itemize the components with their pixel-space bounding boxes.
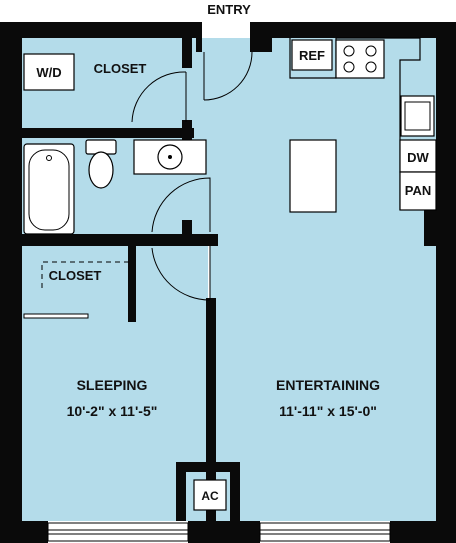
wall-closet-bath (22, 128, 194, 138)
pantry (399, 171, 437, 211)
bedroom-closet (23, 261, 130, 319)
washer-dryer (23, 53, 75, 91)
label-closet-top: CLOSET (94, 61, 147, 76)
wall-bedroom-right (206, 298, 216, 521)
wall-bath-vertical (182, 120, 192, 142)
wall-kitchen-nib (424, 210, 438, 246)
door-swing-bath (151, 177, 211, 233)
wall-ac-top (176, 462, 240, 472)
wall-entry-jamb-left (196, 22, 202, 52)
labels: ENTRY W/D CLOSET REF DW PAN CLOSET AC SL… (36, 2, 431, 503)
label-closet-bedroom: CLOSET (49, 268, 102, 283)
window-living (259, 522, 391, 542)
door-swing-closet (131, 71, 187, 123)
windows (47, 522, 391, 542)
label-entry: ENTRY (207, 2, 251, 17)
door-swing-bedroom (151, 246, 211, 301)
doors (131, 51, 253, 301)
wall-closet-vertical (182, 22, 192, 68)
wall-left (0, 22, 22, 543)
room-dimensions-entertaining: 11'-11" x 15'-0" (279, 403, 377, 419)
wall-ac-left (176, 462, 186, 521)
burner-1 (343, 45, 355, 57)
wall-right (436, 22, 456, 543)
label-dishwasher: DW (407, 150, 429, 165)
laundry (23, 53, 75, 91)
wall-closet-bedroom (128, 246, 136, 322)
door-swing-entry (203, 51, 253, 101)
kitchen-island (289, 139, 337, 213)
closet-outline-dashed (41, 261, 130, 288)
floor-main (210, 38, 436, 521)
wall-bottom-mid (188, 521, 260, 543)
room-dimensions-sleeping: 10'-2" x 11'-5" (67, 403, 158, 419)
closet-rod (23, 313, 89, 319)
sink-drain (168, 155, 172, 159)
wall-entry-jamb-right (250, 22, 272, 52)
ac-unit (193, 479, 227, 511)
range (335, 39, 385, 79)
wall-bottom-left (0, 521, 48, 543)
room-name-entertaining: ENTERTAINING (276, 377, 380, 393)
bathtub-basin (28, 149, 70, 231)
wall-ac-right (230, 468, 240, 521)
toilet-bowl (88, 151, 114, 189)
window-bedroom (47, 522, 189, 542)
burner-3 (343, 61, 355, 73)
wall-bath-bedroom (22, 234, 218, 246)
wall-top-left (0, 22, 196, 38)
wall-bottom-right (390, 521, 456, 543)
bathtub-drain (46, 155, 52, 161)
kitchen-sink-basin (404, 101, 431, 131)
bathroom-fixtures (23, 139, 207, 235)
burner-2 (365, 45, 377, 57)
ac-box (193, 479, 227, 511)
walls (0, 22, 456, 543)
label-refrigerator: REF (299, 48, 325, 63)
kitchen (289, 37, 437, 213)
label-washer-dryer: W/D (36, 65, 61, 80)
label-ac: AC (201, 489, 219, 503)
room-name-sleeping: SLEEPING (77, 377, 148, 393)
burner-4 (365, 61, 377, 73)
refrigerator (291, 39, 333, 71)
wall-top-right (252, 22, 456, 38)
label-pantry: PAN (405, 183, 431, 198)
wall-bath-vertical-low (182, 220, 192, 246)
